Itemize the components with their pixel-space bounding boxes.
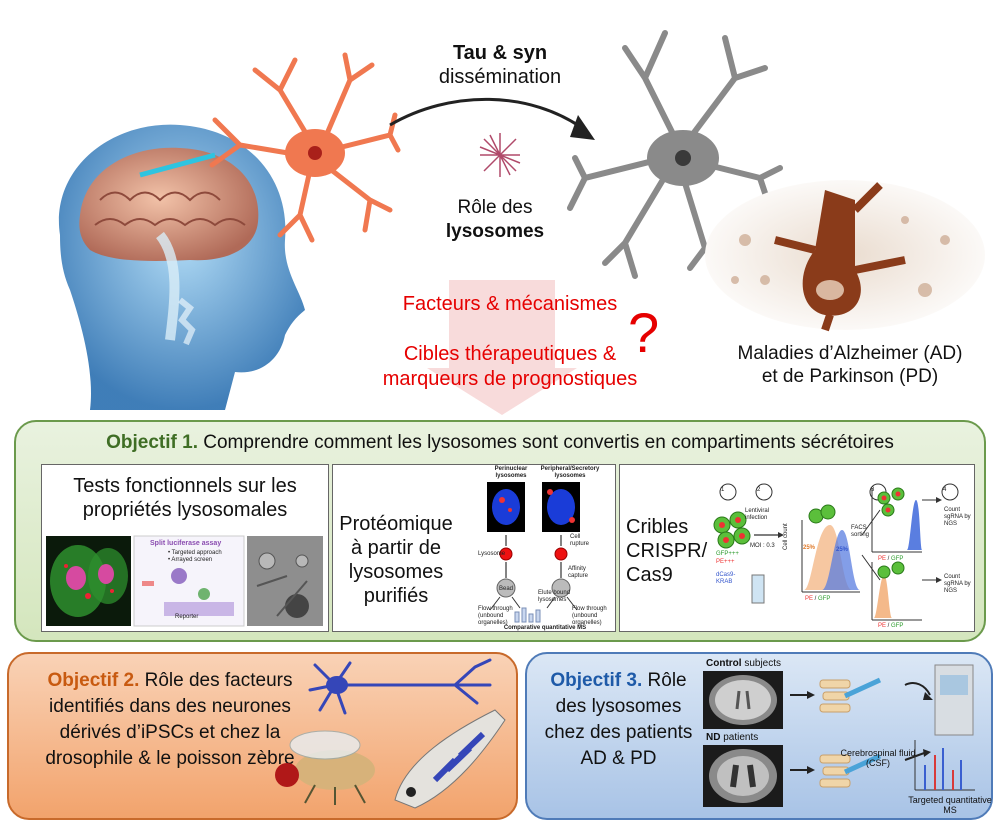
cell-count-label-1: Cell count xyxy=(783,523,789,550)
gfp-label: GFP+++ xyxy=(716,551,739,557)
dcas9-label: dCas9-KRAB xyxy=(716,572,736,585)
cell-rupture-label: Cell rupture xyxy=(570,534,590,547)
objective2-text: Rôle des facteurs identifiés dans des ne… xyxy=(45,670,295,769)
flow-through-label-2: Flow through (unbound organelles) xyxy=(572,606,607,626)
perinuclear-label: Perinuclear lysosomes xyxy=(494,466,528,479)
axis-gfp-3: GFP xyxy=(891,623,904,629)
moi-label: MOI : 0.3 xyxy=(750,543,775,549)
csf-collection-diagram xyxy=(790,664,975,791)
electron-microscopy-image xyxy=(247,536,323,626)
healthy-neuron-illustration xyxy=(209,52,401,243)
split-luciferase-diagram xyxy=(133,535,245,627)
drosophila-illustration xyxy=(275,730,375,805)
targeted-ms-label: Targeted quantitative MS xyxy=(908,795,992,815)
facs-label: FACS sorting xyxy=(851,525,870,538)
targets-label-line1: Cibles thérapeutiques & xyxy=(403,343,617,365)
axis-pe-1: PE xyxy=(805,596,814,602)
lysosome-purification-diagram xyxy=(487,482,580,623)
functional-tests-line1: Tests fonctionnels sur les xyxy=(73,475,297,497)
objective1-label: Objectif 1. xyxy=(106,432,198,453)
step1-number: 1 xyxy=(721,487,725,493)
count-label-2: Count sgRNA by NGS xyxy=(944,574,971,594)
axis-sep-2: / xyxy=(886,556,892,562)
objective1-title: Objectif 1. Comprendre comment les lysos… xyxy=(14,432,986,454)
functional-tests-line2: propriétés lysosomales xyxy=(82,499,288,521)
percent-label-2: 25% xyxy=(836,547,849,553)
role-label-line2: lysosomes xyxy=(445,221,545,242)
objective3-label: Objectif 3. xyxy=(550,670,643,691)
axis-gfp-2: GFP xyxy=(891,556,904,562)
step2-number: 2 xyxy=(757,487,761,493)
nd-patient-mri-image xyxy=(703,745,783,807)
axis-label-1: PE / GFP xyxy=(805,596,830,603)
propagation-arrow xyxy=(389,97,595,140)
objective3-text-block: Objectif 3. Rôle des lysosomes chez des … xyxy=(536,668,701,772)
crispr-screen-diagram xyxy=(713,483,959,621)
role-label-line1: Rôle des xyxy=(457,197,533,218)
targets-label-line2: marqueurs de prognostiques xyxy=(382,368,638,390)
factors-label: Facteurs & mécanismes xyxy=(402,293,618,315)
flow-through-label-1: Flow through (unbound organelles) xyxy=(478,606,513,626)
step4-number: 4 xyxy=(943,487,947,493)
lysosome-label: Lysosome xyxy=(478,551,506,557)
affinity-capture-label: Affinity capture xyxy=(568,566,589,579)
axis-sep-1: / xyxy=(813,596,819,602)
fluorescence-microscopy-image xyxy=(46,536,131,626)
question-mark: ? xyxy=(628,301,660,364)
control-bold: Control xyxy=(706,658,742,669)
diseases-label-line2: et de Parkinson (PD) xyxy=(761,366,939,387)
nd-bold: ND xyxy=(706,732,721,743)
axis-pe-3: PE xyxy=(878,623,887,629)
axis-gfp-1: GFP xyxy=(818,596,831,602)
axis-sep-3: / xyxy=(886,623,892,629)
axis-label-3: PE / GFP xyxy=(878,623,903,630)
split-luciferase-reporter: Reporter xyxy=(175,614,199,620)
diseases-label-line1: Maladies d’Alzheimer (AD) xyxy=(737,343,963,364)
control-mri-image xyxy=(703,671,783,729)
objective2-label: Objectif 2. xyxy=(47,670,140,691)
objective2-text-block: Objectif 2. Rôle des facteurs identifiés… xyxy=(20,668,320,772)
proteomics-line4: purifiés xyxy=(363,585,429,607)
tau-syn-title: Tau & syn xyxy=(452,42,548,64)
bead-label-1: Bead xyxy=(499,586,514,592)
split-luciferase-title: Split luciferase assay xyxy=(150,540,222,547)
lentiviral-label: Lentiviral infection xyxy=(745,508,770,521)
count-label-1: Count sgRNA by NGS xyxy=(944,507,971,527)
objective1-text: Comprendre comment les lysosomes sont co… xyxy=(197,432,894,453)
pathway-down-arrow xyxy=(427,280,577,415)
elute-label: Elute bound lysosomes xyxy=(538,590,571,603)
objective3-text: Rôle des lysosomes chez des patients AD … xyxy=(544,670,693,769)
nd-rest: patients xyxy=(720,732,759,743)
histology-image xyxy=(705,180,985,332)
proteomics-line2: à partir de xyxy=(350,537,442,559)
head-brain-illustration xyxy=(58,124,305,410)
proteomics-line1: Protéomique xyxy=(339,513,453,535)
comparative-ms-label: Comparative quantitative MS xyxy=(503,625,587,631)
control-rest: subjects xyxy=(741,658,782,669)
control-subjects-label: Control subjects xyxy=(706,658,781,669)
ipsc-neuron-illustration xyxy=(308,658,492,715)
nd-patients-label: ND patients xyxy=(706,732,758,743)
crispr-line2: CRISPR/ xyxy=(626,540,708,562)
protein-aggregate-illustration xyxy=(479,133,521,177)
peripheral-label: Peripheral/Secretory lysosomes xyxy=(540,466,600,479)
step3-number: 3 xyxy=(871,487,875,493)
axis-pe-2: PE xyxy=(878,556,887,562)
pe-label: PE+++ xyxy=(716,559,735,565)
crispr-line1: Cribles xyxy=(626,516,689,538)
split-luciferase-bullet2: • Arrayed screen xyxy=(168,557,213,563)
axis-label-2: PE / GFP xyxy=(878,556,903,563)
zebrafish-illustration xyxy=(394,709,506,809)
crispr-line3: Cas9 xyxy=(626,564,673,586)
percent-label-1: 25% xyxy=(803,545,816,551)
csf-label: Cerebrospinal fluid (CSF) xyxy=(840,748,916,768)
proteomics-line3: lysosomes xyxy=(348,561,444,583)
split-luciferase-bullet1: • Targeted approach xyxy=(168,550,222,556)
dissemination-label: dissémination xyxy=(438,66,562,88)
